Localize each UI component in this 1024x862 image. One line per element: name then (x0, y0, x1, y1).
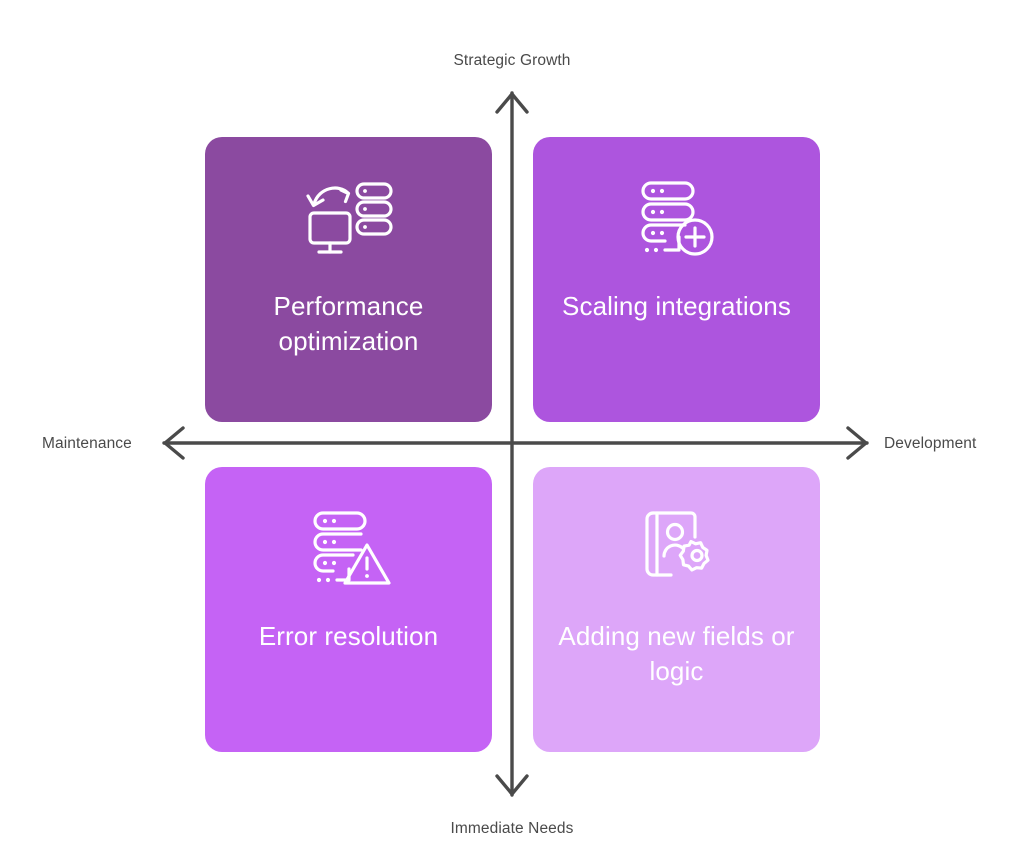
left-arrowhead-icon (163, 426, 185, 460)
right-arrowhead-icon (846, 426, 868, 460)
quadrant-title: Performance optimization (273, 291, 424, 356)
quadrant-title: Adding new fields or logic (558, 621, 795, 686)
quadrant-title: Error resolution (258, 621, 439, 651)
server-warning-icon (301, 501, 397, 597)
axis-label-left: Maintenance (42, 435, 132, 452)
axis-label-bottom: Immediate Needs (450, 820, 574, 837)
monitor-server-refresh-icon (301, 171, 397, 267)
quadrant-card-adding-new-fields-or-logic[interactable]: Adding new fields or logic (533, 467, 820, 752)
down-arrowhead-icon (495, 774, 529, 796)
quadrant-card-scaling-integrations[interactable]: Scaling integrations (533, 137, 820, 422)
quadrant-title: Scaling integrations (562, 291, 791, 321)
axis-label-right: Development (884, 435, 977, 452)
axis-label-top: Strategic Growth (453, 52, 571, 69)
quadrant-card-performance-optimization[interactable]: Performance optimization (205, 137, 492, 422)
up-arrowhead-icon (495, 92, 529, 114)
quadrant-card-error-resolution[interactable]: Error resolution (205, 467, 492, 752)
contact-book-gear-icon (629, 501, 725, 597)
server-add-icon (629, 171, 725, 267)
